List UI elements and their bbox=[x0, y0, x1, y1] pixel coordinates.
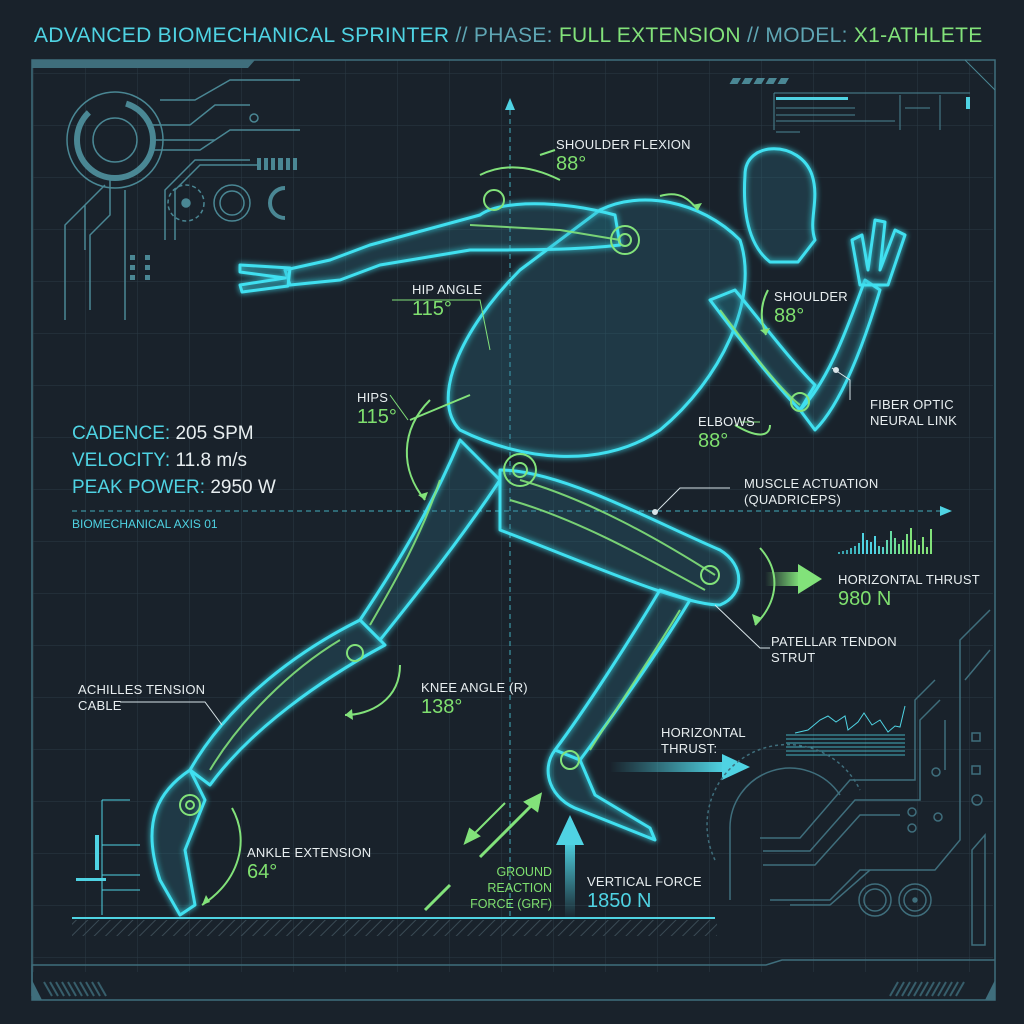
dial-icon bbox=[858, 883, 932, 917]
axis-label: BIOMECHANICAL AXIS 01 bbox=[72, 517, 218, 531]
annotation-elbows: ELBOWS 88° bbox=[698, 414, 755, 452]
vertical-force-arrow-cyan bbox=[556, 815, 584, 920]
joint-markers bbox=[179, 189, 810, 816]
horizontal-thrust-arrow-green bbox=[765, 564, 822, 594]
annotation-achilles: ACHILLES TENSION CABLE bbox=[78, 682, 206, 713]
performance-stats: CADENCE: 205 SPM VELOCITY: 11.8 m/s PEAK… bbox=[72, 420, 276, 501]
grf-arrow-green bbox=[423, 792, 543, 912]
phase-value: FULL EXTENSION bbox=[558, 24, 741, 47]
hud-bar-decor bbox=[130, 158, 297, 280]
model-value: X1-ATHLETE bbox=[853, 24, 983, 47]
angle-arcs bbox=[201, 149, 776, 906]
stat-peak-power: PEAK POWER: 2950 W bbox=[72, 477, 276, 498]
mini-bar-chart bbox=[838, 528, 932, 554]
annotation-shoulder: SHOULDER 88° bbox=[774, 289, 848, 327]
annotation-muscle-actuation: MUSCLE ACTUATION (QUADRICEPS) bbox=[744, 476, 879, 507]
stat-velocity: VELOCITY: 11.8 m/s bbox=[72, 450, 247, 471]
title-separator: // bbox=[740, 24, 766, 47]
frame-hatch-decor bbox=[32, 980, 995, 1000]
annotation-patellar-tendon: PATELLAR TENDON STRUT bbox=[771, 634, 897, 665]
page-title: ADVANCED BIOMECHANICAL SPRINTER // PHASE… bbox=[34, 24, 983, 48]
hud-data-lines bbox=[773, 59, 996, 133]
annotation-horizontal-thrust-foot: HORIZONTAL THRUST: bbox=[661, 725, 746, 756]
muscle-highlights bbox=[209, 224, 801, 771]
annotation-fiber-optic: FIBER OPTIC NEURAL LINK bbox=[870, 397, 957, 428]
horizontal-thrust-arrow-cyan bbox=[610, 754, 750, 780]
hud-ring-icon bbox=[64, 79, 300, 320]
annotation-vertical-force: VERTICAL FORCE 1850 N bbox=[587, 874, 702, 912]
sprinter-figure bbox=[150, 147, 907, 917]
annotation-ankle-extension: ANKLE EXTENSION 64° bbox=[247, 845, 372, 883]
title-main: ADVANCED BIOMECHANICAL SPRINTER bbox=[34, 24, 450, 47]
annotation-knee-angle: KNEE ANGLE (R) 138° bbox=[421, 680, 528, 718]
annotation-hips: HIPS 115° bbox=[357, 390, 397, 428]
annotation-shoulder-flexion: SHOULDER FLEXION 88° bbox=[556, 137, 691, 175]
leader-lines bbox=[120, 299, 851, 726]
annotation-horizontal-thrust-knee: HORIZONTAL THRUST 980 N bbox=[838, 572, 980, 610]
height-ruler bbox=[101, 799, 140, 915]
phase-key: PHASE: bbox=[473, 24, 559, 47]
title-separator: // bbox=[449, 24, 474, 47]
annotation-hip-angle: HIP ANGLE 115° bbox=[412, 282, 483, 320]
stat-cadence: CADENCE: 205 SPM bbox=[72, 423, 254, 444]
annotation-grf: GROUND REACTION FORCE (GRF) bbox=[470, 865, 552, 911]
model-key: MODEL: bbox=[765, 24, 854, 47]
circuit-traces bbox=[706, 609, 991, 946]
